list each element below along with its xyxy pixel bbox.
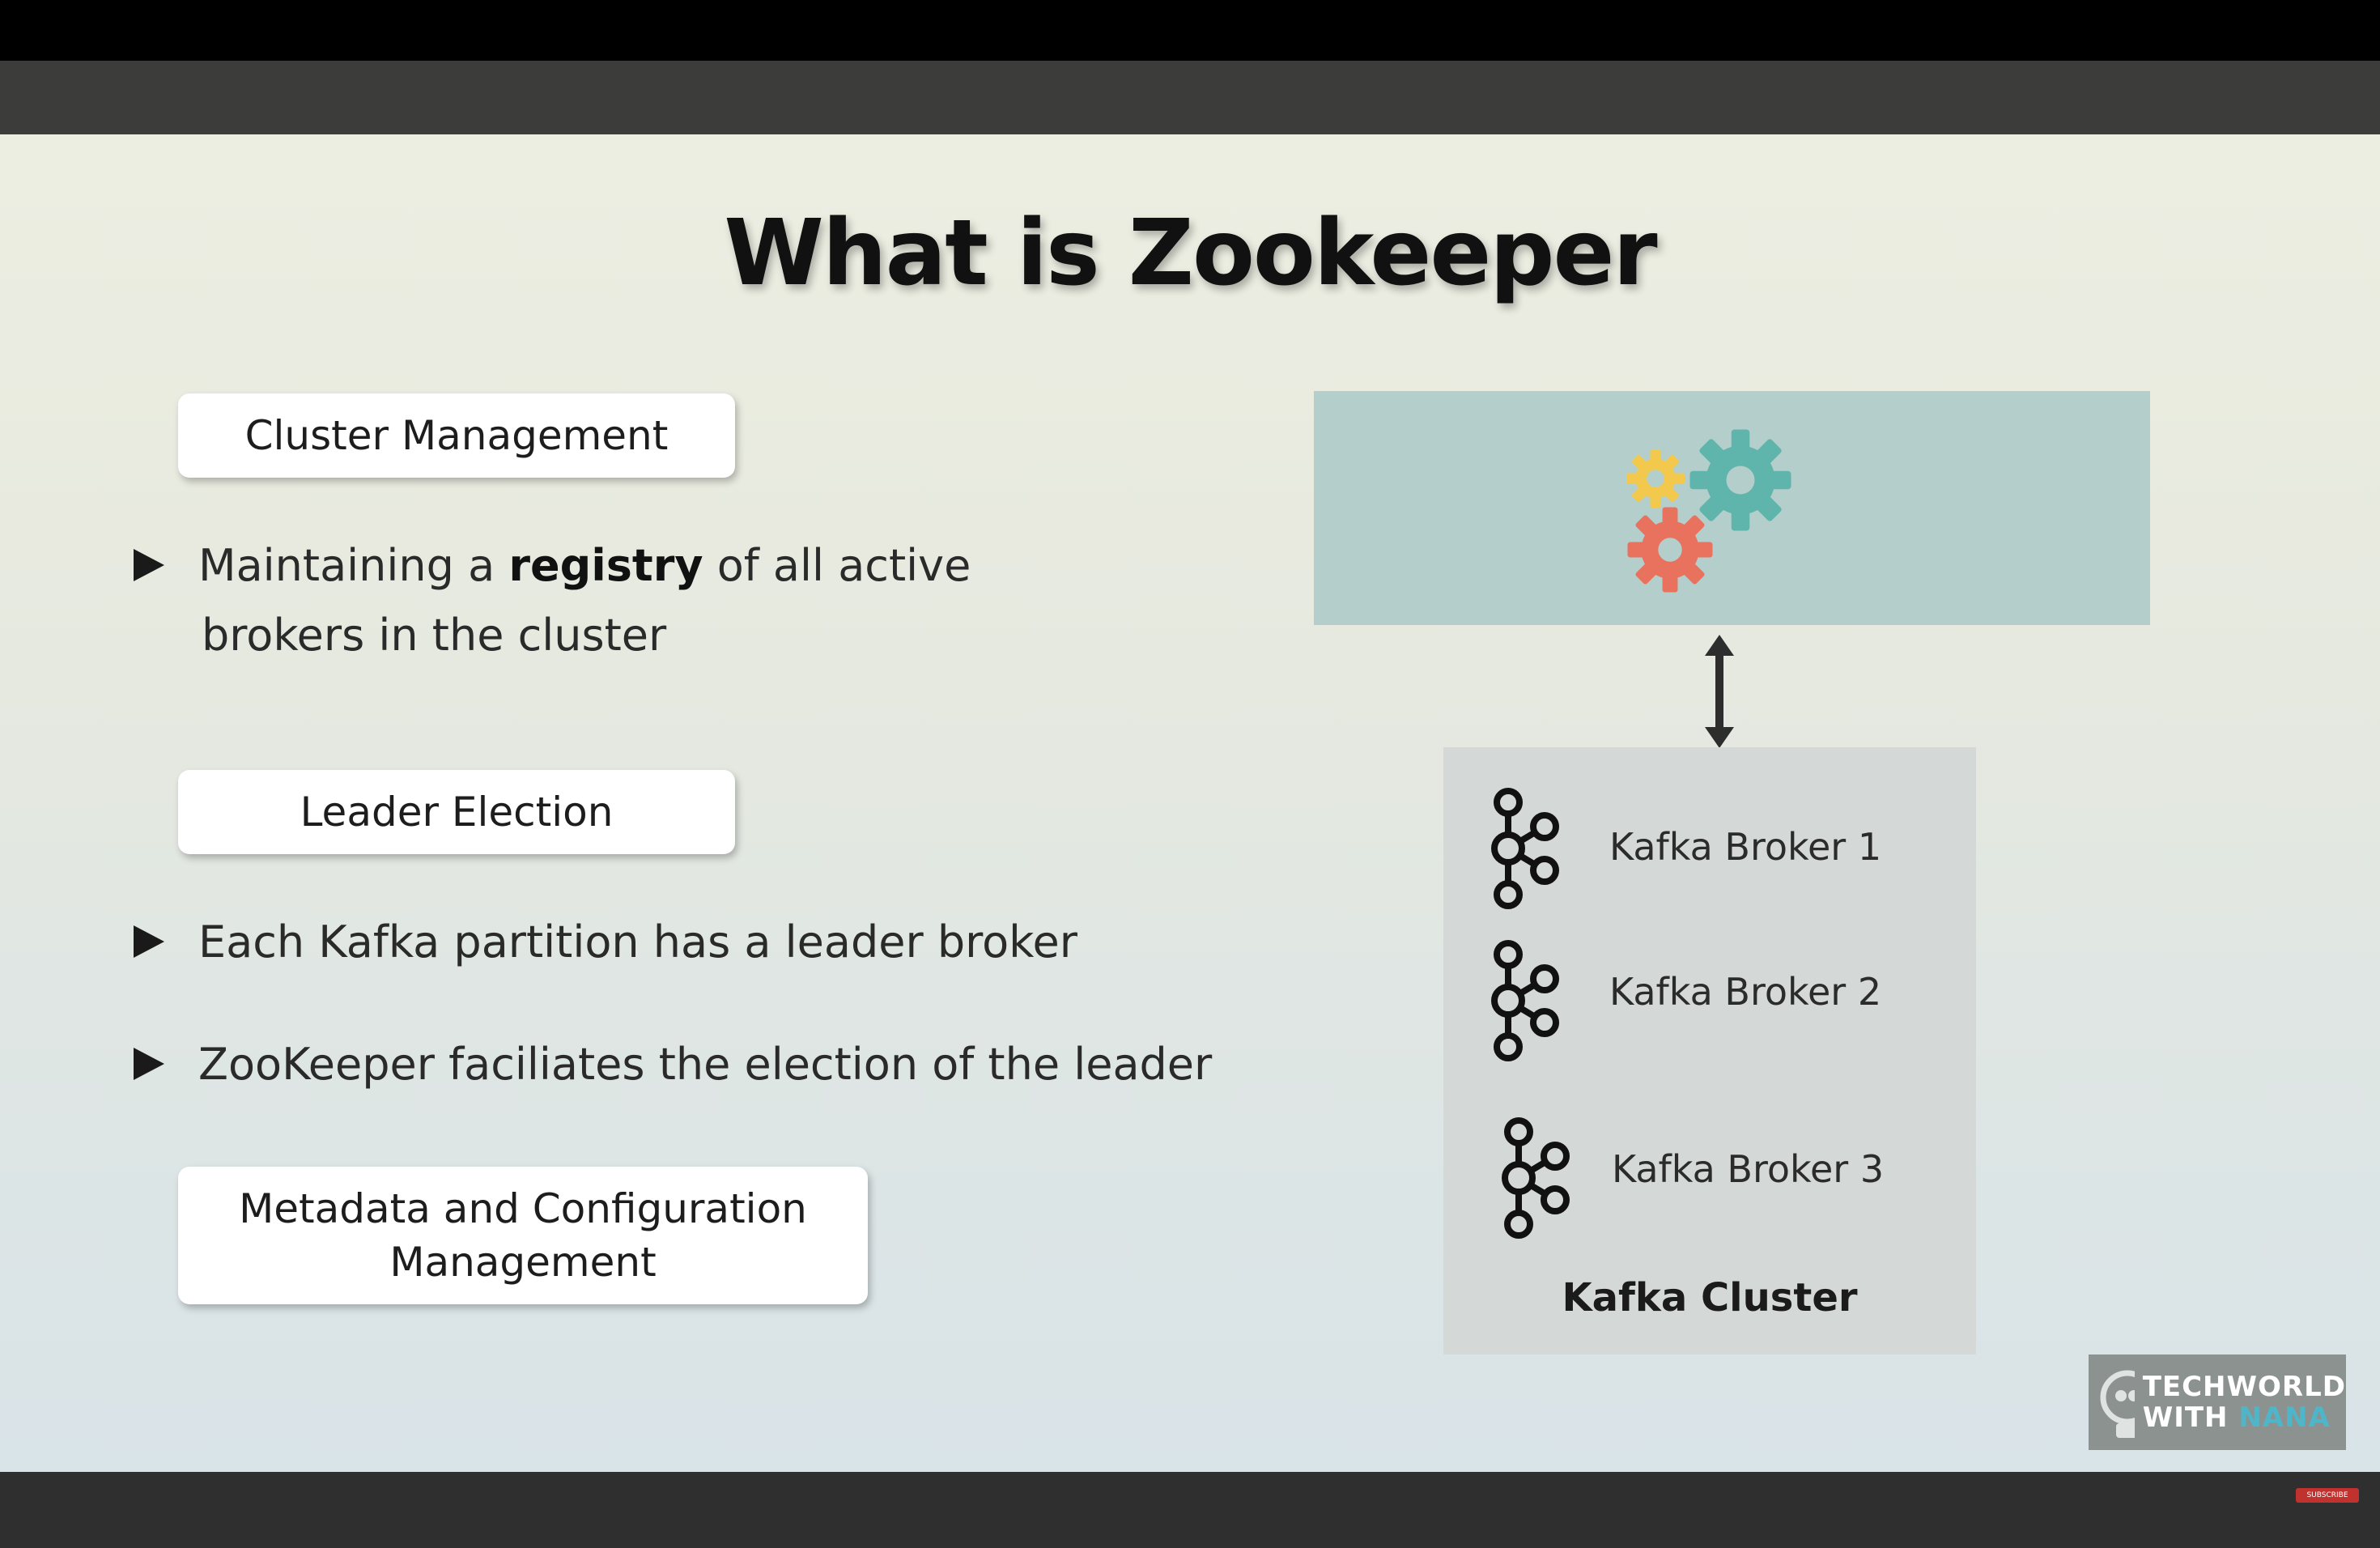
double-arrow-icon bbox=[1705, 635, 1734, 748]
broker-label-3: Kafka Broker 3 bbox=[1612, 1147, 1885, 1191]
broker-label-2: Kafka Broker 2 bbox=[1609, 970, 1882, 1014]
kafka-icons bbox=[1491, 788, 1570, 1239]
gear-red-icon bbox=[1627, 507, 1713, 593]
section-cluster-management: Cluster Management bbox=[178, 393, 735, 478]
section-label: Cluster Management bbox=[244, 412, 669, 459]
slide-canvas: What is Zookeeper Cluster Management Mai… bbox=[0, 134, 2380, 1472]
player-top-bar bbox=[0, 61, 2380, 134]
bullet-arrow-icon bbox=[134, 925, 164, 958]
section-label: Leader Election bbox=[300, 789, 614, 836]
lightbulb-logo-icon bbox=[2100, 1370, 2135, 1438]
top-black-bar bbox=[0, 0, 2380, 61]
bullet-text: ZooKeeper faciliates the election of the… bbox=[198, 1039, 1213, 1090]
broker-label-1: Kafka Broker 1 bbox=[1609, 825, 1882, 869]
bullet-arrow-icon bbox=[134, 1048, 164, 1080]
bullet-arrow-icon bbox=[134, 549, 164, 581]
kafka-cluster-label: Kafka Cluster bbox=[1562, 1275, 1858, 1320]
kafka-cluster-box: Kafka Broker 1 Kafka Broker 2 Kafka Brok… bbox=[1443, 747, 1976, 1354]
gears-icon bbox=[1626, 429, 1791, 593]
kafka-logo-icon bbox=[1491, 940, 1559, 1061]
section-leader-election: Leader Election bbox=[178, 770, 735, 854]
kafka-logo-icon bbox=[1491, 788, 1559, 909]
zookeeper-box bbox=[1314, 391, 2150, 625]
kafka-logo-icon bbox=[1502, 1117, 1570, 1239]
gear-yellow-icon bbox=[1626, 449, 1685, 508]
logo-text: TECHWORLD WITH NANA bbox=[2142, 1371, 2346, 1434]
slide-title: What is Zookeeper bbox=[724, 201, 1657, 306]
subscribe-button[interactable]: SUBSCRIBE bbox=[2296, 1488, 2359, 1503]
bullet-text: Each Kafka partition has a leader broker bbox=[198, 916, 1077, 968]
gear-teal-icon bbox=[1689, 429, 1791, 531]
player-bottom-bar bbox=[0, 1472, 2380, 1548]
techworld-with-nana-logo: TECHWORLD WITH NANA bbox=[2089, 1354, 2346, 1450]
